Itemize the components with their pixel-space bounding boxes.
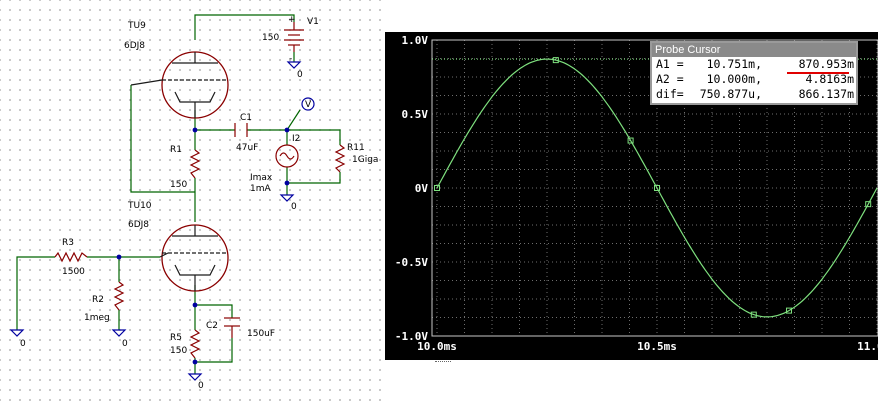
x-tick-label: 11.0ms: [857, 340, 878, 353]
cursor-row-x: 750.877u,: [699, 87, 762, 101]
wire-r11-bottom: [287, 172, 341, 184]
tu10-cathode: [174, 264, 216, 276]
i2-param2: 1mA: [250, 184, 271, 194]
cursor-row-y: 4.8163m: [805, 72, 854, 86]
v1-value: 150: [262, 33, 279, 43]
i2-ref: I2: [292, 134, 300, 144]
y-tick-label: 0V: [415, 182, 429, 195]
trace-marker: [434, 185, 440, 191]
ground-icon: [187, 373, 203, 381]
cursor-row-y: 870.953m: [798, 57, 854, 71]
resistor-r1: [189, 149, 201, 179]
schematic-canvas[interactable]: V TU9 6DJ8 TU10 6DJ8 V1 150 + - C1 47uF …: [0, 0, 385, 409]
r3-ref: R3: [62, 238, 74, 248]
wire-c1-r11: [247, 129, 341, 145]
cursor-row-dif: dif= 750.877u, 866.137m: [652, 87, 856, 102]
voltage-trace: [436, 58, 878, 318]
resistor-r11: [334, 144, 346, 173]
cursor-value-highlight: [787, 72, 849, 74]
c1-ref: C1: [240, 113, 252, 123]
cursor-row-name: dif=: [656, 87, 684, 101]
trace-marker: [786, 307, 792, 314]
trace-marker: [627, 137, 634, 144]
y-tick-label: 1.0V: [402, 34, 429, 47]
v1-ref: V1: [307, 17, 319, 27]
r1-ref: R1: [170, 145, 182, 155]
resistor-r3: [54, 251, 88, 263]
probe-lead: [286, 109, 301, 131]
wire-tu10-cathode: [194, 285, 233, 318]
junction-dot: [116, 254, 122, 260]
r5-value: 150: [170, 346, 187, 356]
probe-label: V: [305, 100, 312, 110]
cursor-row-name: A1 =: [656, 57, 684, 71]
trace-marker: [865, 201, 872, 208]
current-source-i2: [275, 144, 299, 168]
tu9-model: 6DJ8: [124, 41, 145, 51]
c1-value: 47uF: [236, 143, 258, 153]
probe-cursor-title: Probe Cursor: [652, 43, 856, 57]
ground-label: 0: [297, 70, 303, 80]
r11-ref: R11: [347, 143, 365, 153]
ground-icon: [286, 61, 302, 69]
cursor-row-x: 10.000m,: [706, 72, 762, 86]
v1-minus: -: [289, 54, 292, 64]
resistor-r5: [189, 329, 201, 359]
y-tick-label: -0.5V: [395, 256, 428, 269]
r3-value: 1500: [62, 267, 85, 277]
cursor-row-name: A2 =: [656, 72, 684, 86]
cursor-row-a2: A2 = 10.000m, 4.8163m: [652, 72, 856, 87]
tu9-ref: TU9: [127, 21, 146, 31]
junction-dot: [284, 127, 290, 133]
c2-ref: C2: [206, 321, 218, 331]
ground-label: 0: [122, 339, 128, 349]
x-tick-label: 10.5ms: [637, 340, 677, 353]
c2-value: 150uF: [247, 329, 275, 339]
cursor-row-y: 866.137m: [798, 87, 854, 101]
trace-marker: [654, 185, 660, 191]
trace-marker: [552, 57, 559, 64]
tu10-ref: TU10: [127, 201, 152, 211]
ground-icon: [279, 194, 295, 202]
tu10-model: 6DJ8: [128, 220, 149, 230]
junction-dot: [284, 180, 290, 186]
plot-frame: [431, 39, 878, 337]
tu9-cathode: [174, 91, 216, 103]
cursor-row-a1: A1 = 10.751m, 870.953m: [652, 57, 856, 72]
probe-cursor-panel[interactable]: Probe Cursor A1 = 10.751m, 870.953m A2 =…: [650, 41, 858, 105]
x-tick-label: 10.0ms: [417, 340, 457, 353]
wire-feedback: [130, 85, 195, 193]
junction-dot: [192, 359, 198, 365]
ground-label: 0: [198, 381, 204, 391]
wire-r5-c2: [194, 338, 233, 363]
r1-value: 150: [170, 180, 187, 190]
wire-b-plus: [194, 14, 295, 40]
y-tick-label: -1.0V: [395, 330, 428, 343]
r2-ref: R2: [92, 295, 104, 305]
ground-label: 0: [291, 202, 297, 212]
v1-plus: +: [288, 15, 296, 25]
scroll-marker: [435, 361, 451, 364]
wire-input: [16, 256, 55, 330]
voltage-probe-icon[interactable]: [301, 97, 315, 111]
r11-value: 1Giga: [352, 155, 378, 165]
ground-icon: [9, 329, 25, 337]
trace-marker: [750, 311, 757, 318]
ground-label: 0: [20, 339, 26, 349]
y-tick-label: 0.5V: [402, 108, 429, 121]
junction-dot: [192, 302, 198, 308]
ground-icon: [111, 329, 127, 337]
schematic-svg: V TU9 6DJ8 TU10 6DJ8 V1 150 + - C1 47uF …: [9, 14, 378, 391]
junction-dot: [192, 127, 198, 133]
cursor-row-x: 10.751m,: [706, 57, 762, 71]
resistor-r2: [113, 281, 125, 311]
i2-param1: Imax: [250, 173, 273, 183]
r2-value: 1meg: [84, 313, 110, 323]
r5-ref: R5: [170, 333, 182, 343]
